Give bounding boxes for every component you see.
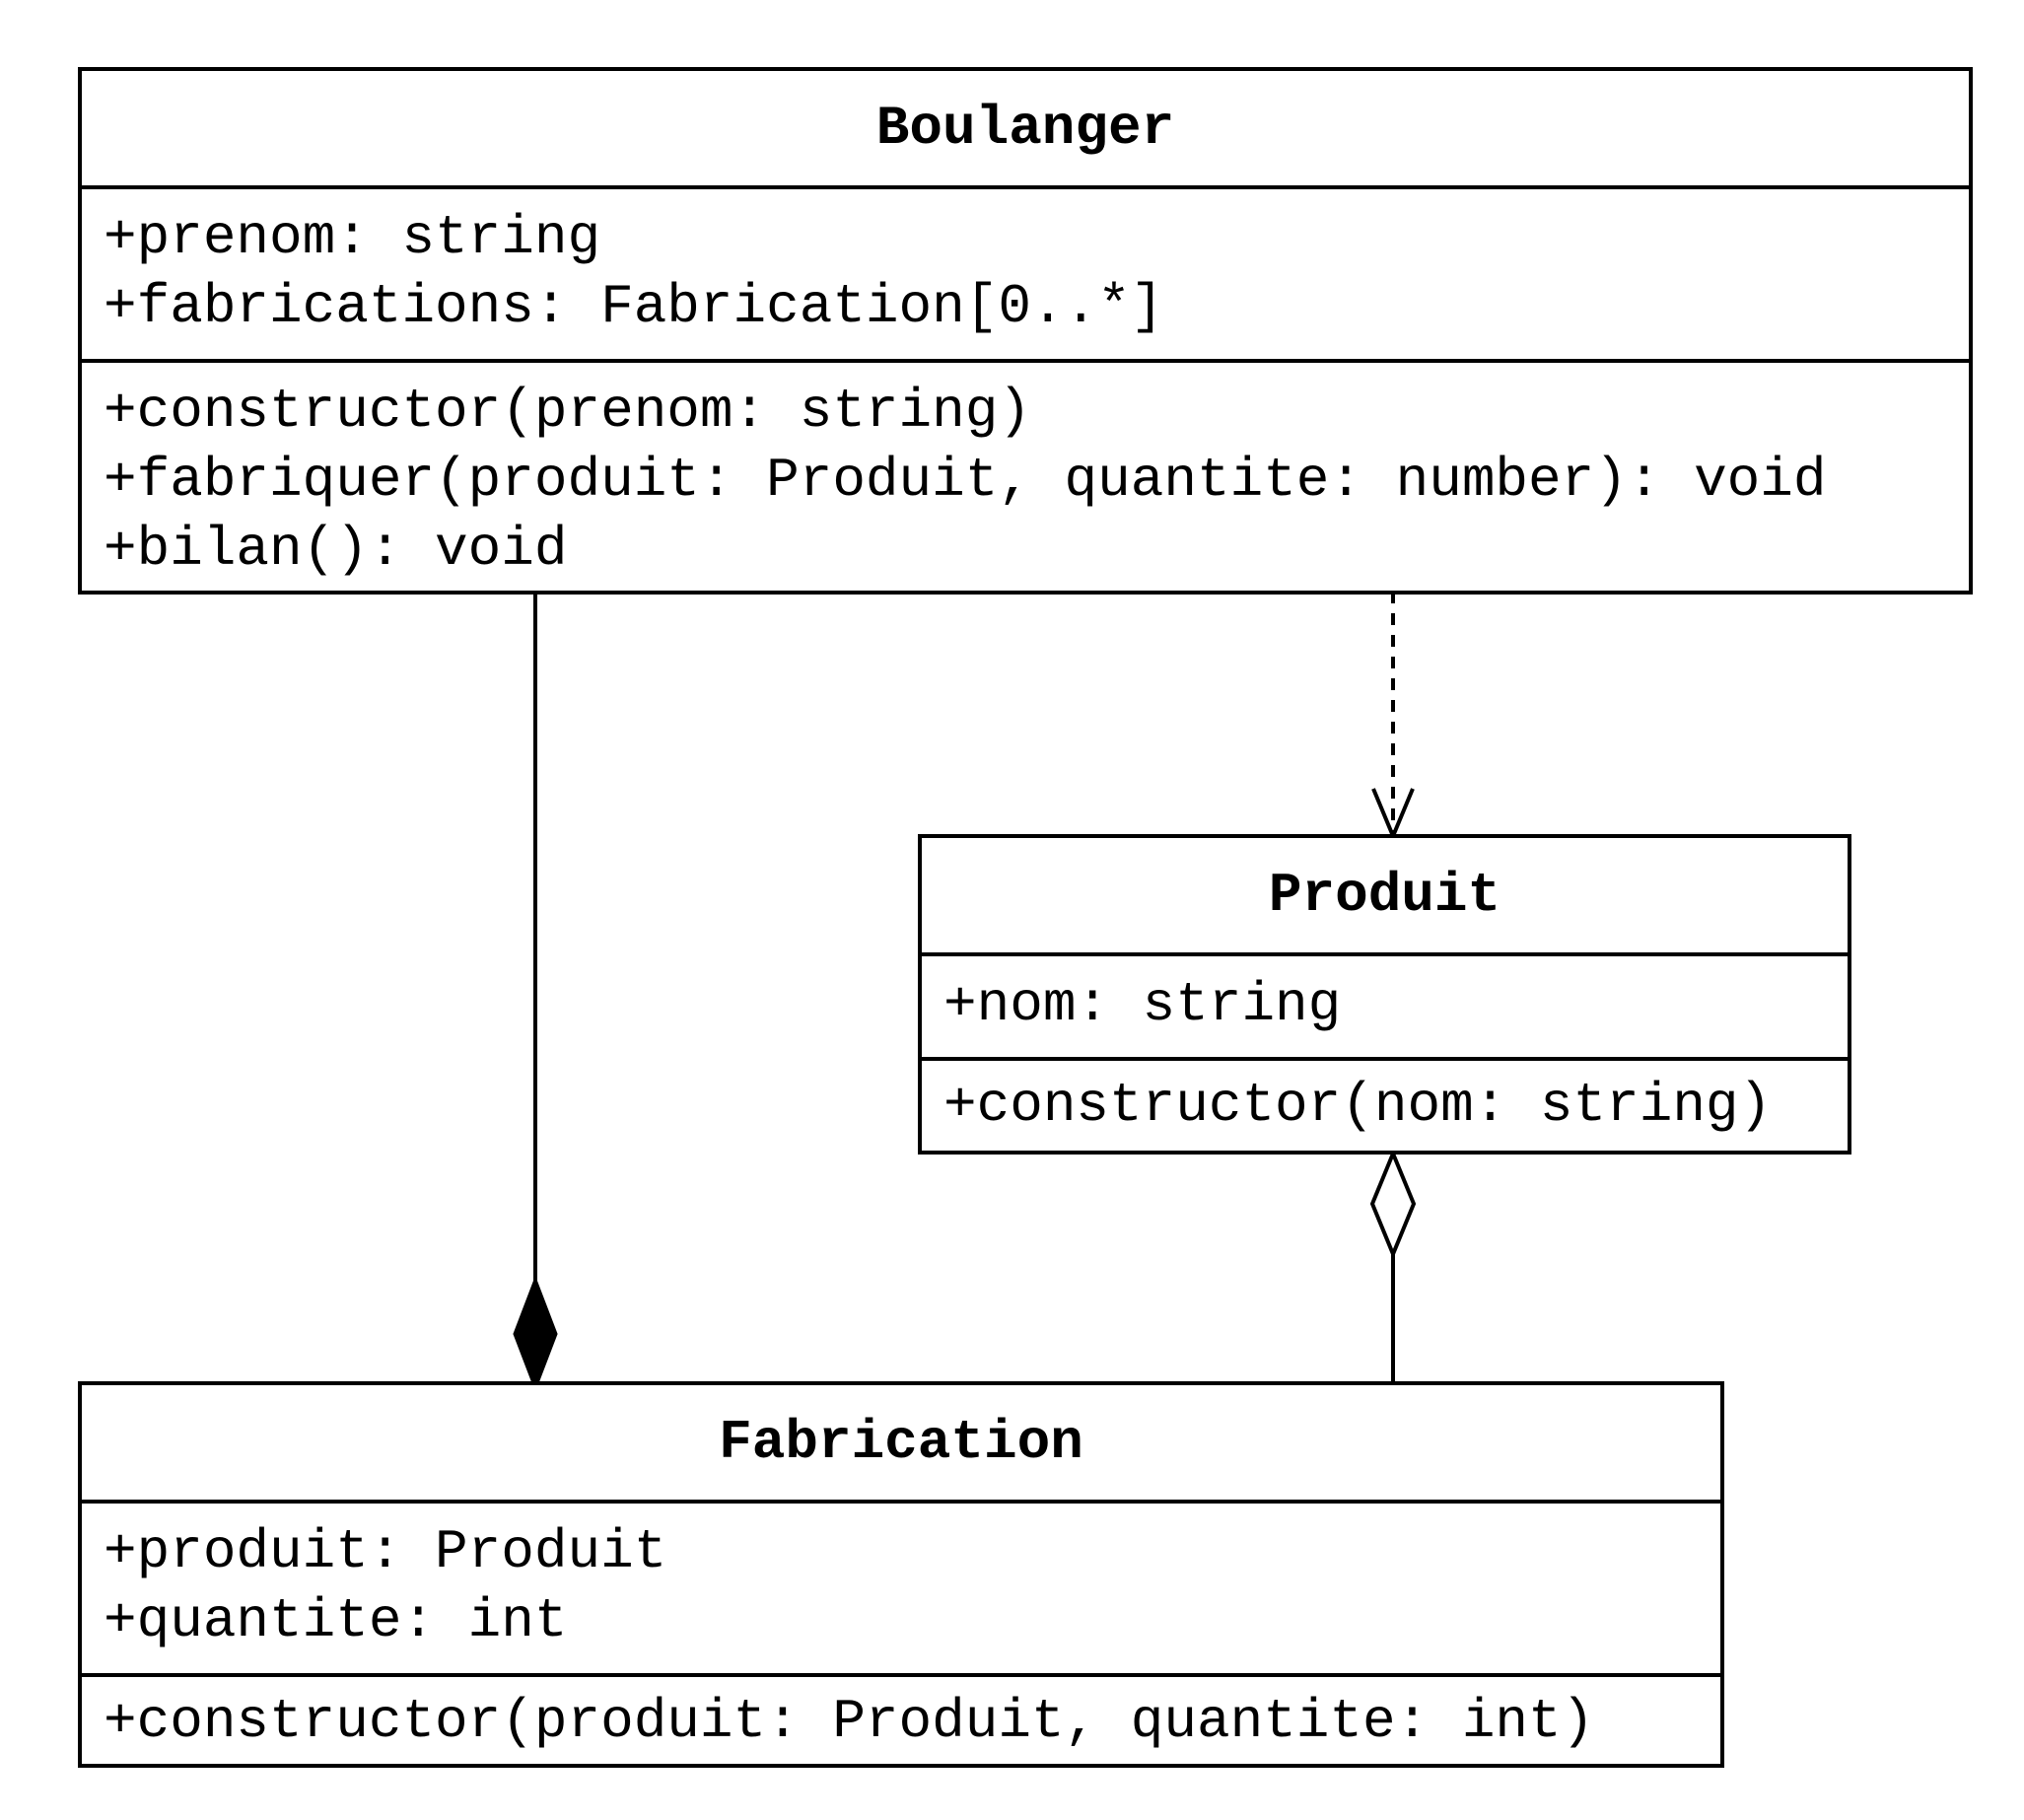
class-name: Boulanger — [875, 97, 1175, 160]
class-produit: Produit +nom: string +constructor(nom: s… — [918, 834, 1851, 1155]
attribute: +produit: Produit — [104, 1520, 667, 1583]
composition-diamond — [513, 1275, 558, 1393]
class-name: Produit — [1268, 864, 1501, 927]
attribute: +fabrications: Fabrication[0..*] — [104, 275, 1164, 338]
method: +fabriquer(produit: Produit, quantite: n… — [104, 449, 1827, 512]
attributes-compartment: +prenom: string +fabrications: Fabricati… — [82, 185, 1969, 359]
class-fabrication: Fabrication +produit: Produit +quantite:… — [78, 1381, 1724, 1768]
attribute: +quantite: int — [104, 1589, 568, 1652]
aggregation-diamond — [1369, 1148, 1417, 1260]
methods-compartment: +constructor(prenom: string) +fabriquer(… — [82, 359, 1969, 584]
class-name: Fabrication — [719, 1411, 1083, 1474]
attribute: +prenom: string — [104, 206, 601, 269]
attributes-compartment: +produit: Produit +quantite: int — [82, 1500, 1720, 1673]
class-boulanger: Boulanger +prenom: string +fabrications:… — [78, 67, 1973, 595]
methods-compartment: +constructor(nom: string) — [922, 1057, 1848, 1140]
method: +constructor(produit: Produit, quantite:… — [104, 1690, 1595, 1753]
method: +bilan(): void — [104, 518, 568, 581]
method: +constructor(nom: string) — [943, 1074, 1773, 1137]
attribute: +nom: string — [943, 973, 1342, 1036]
method: +constructor(prenom: string) — [104, 380, 1031, 443]
attributes-compartment: +nom: string — [922, 952, 1848, 1057]
methods-compartment: +constructor(produit: Produit, quantite:… — [82, 1673, 1720, 1756]
